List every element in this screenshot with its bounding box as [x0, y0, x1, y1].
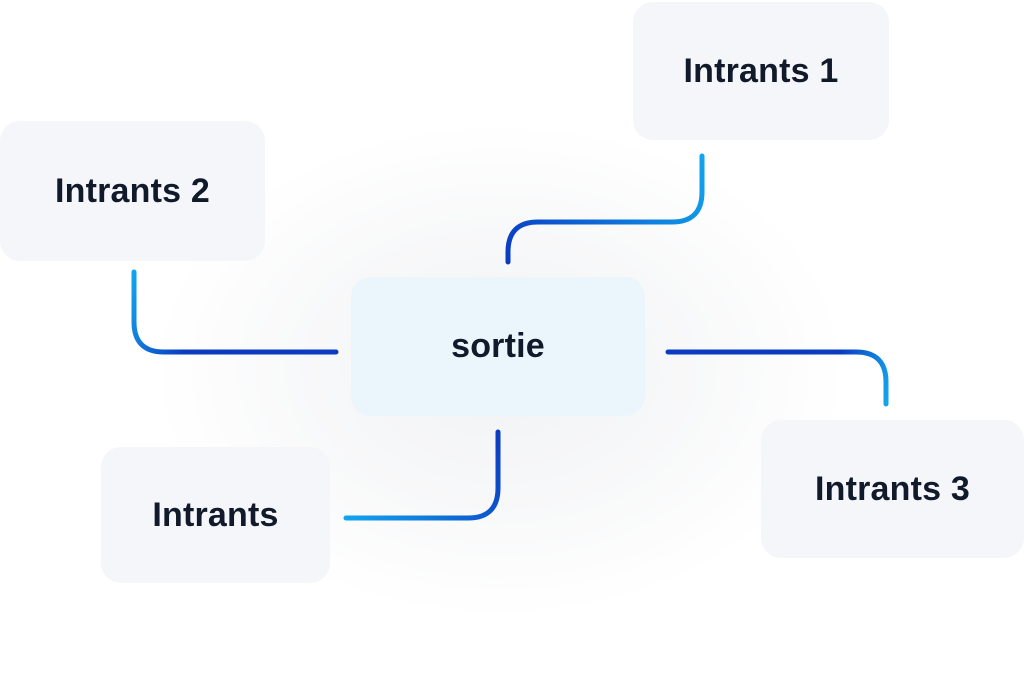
- node-intrants-3: Intrants 3: [761, 420, 1024, 558]
- node-intrants-2: Intrants 2: [0, 121, 265, 261]
- connector-input-3: [665, 349, 889, 407]
- connector-input-1: [505, 153, 705, 265]
- connector-input-2: [131, 269, 339, 355]
- connector-input-0: [343, 429, 501, 521]
- node-sortie: sortie: [351, 277, 645, 416]
- node-label: sortie: [451, 327, 545, 365]
- node-intrants-1: Intrants 1: [633, 2, 889, 140]
- node-label: Intrants 1: [683, 51, 839, 90]
- node-label: Intrants 3: [814, 469, 971, 508]
- node-intrants: Intrants: [101, 447, 330, 583]
- node-label: Intrants 2: [54, 171, 211, 210]
- node-label: Intrants: [152, 495, 279, 534]
